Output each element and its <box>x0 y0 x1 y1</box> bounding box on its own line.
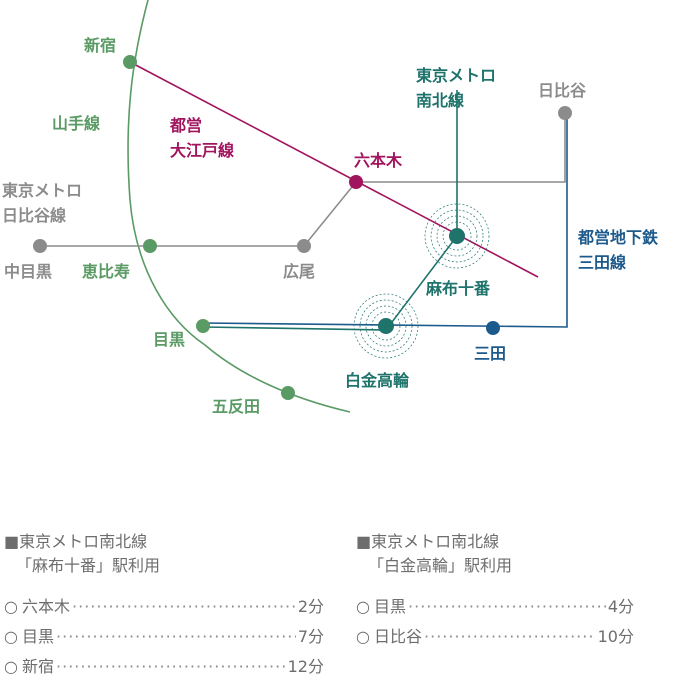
line-label-namboku-2: 南北線 <box>416 91 464 110</box>
circle-icon: ○ <box>4 597 18 616</box>
station-dot-roppongi <box>349 175 363 189</box>
legend-time: 10分 <box>597 627 634 646</box>
route-map: 新宿 恵比寿 目黒 五反田 中目黒 広尾 日比谷 六本木 麻布十番 白金高輪 三… <box>2 0 658 416</box>
oedo-line <box>129 61 539 278</box>
azabujuban-ripple <box>424 203 490 269</box>
station-label-roppongi: 六本木 <box>354 151 403 170</box>
station-label-hiroo: 広尾 <box>283 262 315 281</box>
legend-row: ○ 日比谷 10分 <box>356 622 634 652</box>
square-icon: ■ <box>4 532 20 551</box>
mita-line <box>202 118 568 328</box>
shirokanetakanawa-ripple <box>353 293 419 359</box>
legend-heading: ■東京メトロ南北線 <box>4 530 324 554</box>
legend-heading: ■東京メトロ南北線 <box>356 530 634 554</box>
legend-time: 4分 <box>607 597 634 616</box>
leader-dots <box>56 622 296 652</box>
station-dot-azabujuban <box>449 228 465 244</box>
legend-station: 「麻布十番」駅利用 <box>16 556 161 575</box>
station-dot-nakameguro <box>33 239 47 253</box>
hibiya-line <box>40 113 566 247</box>
station-dot-hibiya <box>558 106 572 120</box>
station-dot-shinjuku <box>123 55 137 69</box>
legend-destination: 日比谷 <box>374 627 423 646</box>
station-dot-gotanda <box>281 386 295 400</box>
station-dot-ebisu <box>143 239 157 253</box>
station-label-hibiya: 日比谷 <box>538 81 587 100</box>
circle-icon: ○ <box>4 657 18 676</box>
yamanote-line <box>127 0 351 413</box>
legend-time: 7分 <box>297 627 324 646</box>
line-label-oedo-1: 都営 <box>169 116 202 135</box>
line-label-yamanote: 山手線 <box>52 114 100 133</box>
station-label-ebisu: 恵比寿 <box>82 262 130 281</box>
line-label-hibiya-2: 日比谷線 <box>2 206 66 225</box>
legend-line-name: 東京メトロ南北線 <box>371 532 500 551</box>
line-label-oedo-2: 大江戸線 <box>170 141 234 160</box>
legend-line-name: 東京メトロ南北線 <box>19 532 148 551</box>
circle-icon: ○ <box>356 597 370 616</box>
station-label-nakameguro: 中目黒 <box>4 262 52 281</box>
legend-azabujuban: ■東京メトロ南北線 「麻布十番」駅利用 ○ 六本木 2分 ○ 目黒 7分 ○ 新… <box>4 530 324 682</box>
legend-row: ○ 新宿 12分 <box>4 652 324 682</box>
circle-icon: ○ <box>356 627 370 646</box>
legend-time: 2分 <box>297 597 324 616</box>
station-dot-shirokanetakanawa <box>378 318 394 334</box>
station-label-meguro: 目黒 <box>153 330 185 349</box>
legend-row: ○ 目黒 4分 <box>356 592 634 622</box>
station-dot-mita <box>486 321 500 335</box>
leader-dots <box>408 592 606 622</box>
line-label-mita-2: 三田線 <box>578 253 626 272</box>
leader-dots <box>424 622 596 652</box>
station-label-azabujuban: 麻布十番 <box>425 279 491 298</box>
legend-destination: 六本木 <box>22 597 71 616</box>
legend-destination: 目黒 <box>22 627 55 646</box>
line-label-mita-1: 都営地下鉄 <box>577 228 658 247</box>
station-dot-hiroo <box>297 239 311 253</box>
legend-time: 12分 <box>287 657 324 676</box>
legend-destination: 目黒 <box>374 597 407 616</box>
leader-dots <box>72 592 296 622</box>
line-label-namboku-1: 東京メトロ <box>416 66 496 85</box>
square-icon: ■ <box>356 532 372 551</box>
circle-icon: ○ <box>4 627 18 646</box>
legend-station: 「白金高輪」駅利用 <box>368 556 513 575</box>
legend-destination: 新宿 <box>22 657 55 676</box>
station-label-shirokanetakanawa: 白金高輪 <box>345 371 410 390</box>
station-dot-meguro <box>196 319 210 333</box>
namboku-line <box>202 90 458 331</box>
line-label-hibiya-1: 東京メトロ <box>2 181 82 200</box>
station-label-shinjuku: 新宿 <box>84 36 116 55</box>
station-label-gotanda: 五反田 <box>212 397 260 416</box>
legend-row: ○ 六本木 2分 <box>4 592 324 622</box>
legend-row: ○ 目黒 7分 <box>4 622 324 652</box>
leader-dots <box>56 652 286 682</box>
legend-shirokanetakanawa: ■東京メトロ南北線 「白金高輪」駅利用 ○ 目黒 4分 ○ 日比谷 10分 <box>356 530 634 652</box>
station-label-mita: 三田 <box>474 344 506 363</box>
